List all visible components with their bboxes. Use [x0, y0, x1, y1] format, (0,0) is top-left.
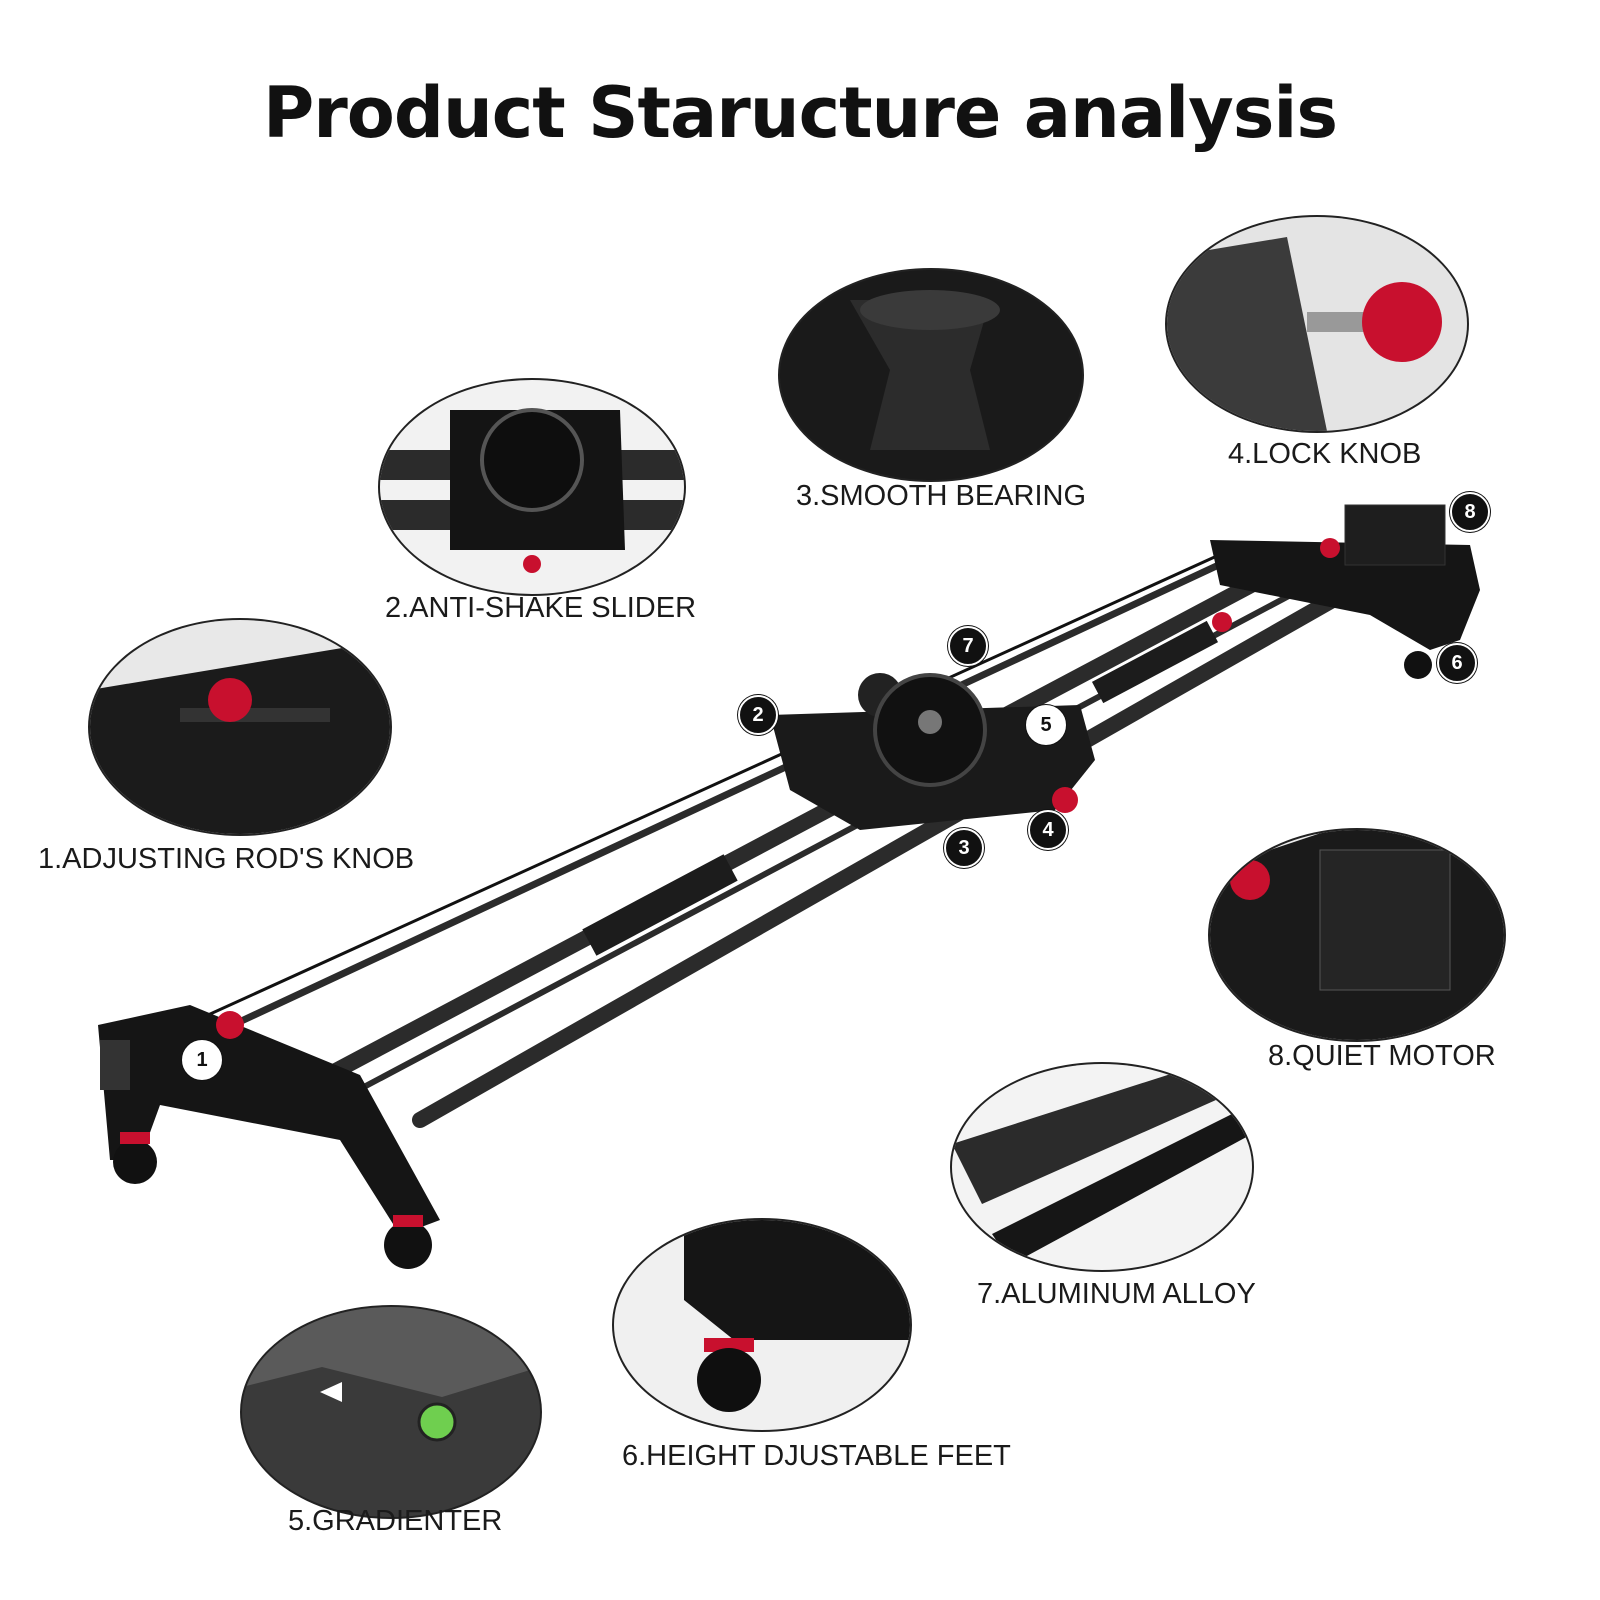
marker-5: 5: [1026, 705, 1066, 745]
caption-quiet-motor: 8.QUIET MOTOR: [1268, 1040, 1496, 1072]
marker-1: 1: [182, 1040, 222, 1080]
inset-height-adjustable-feet: [612, 1218, 912, 1432]
caption-adjusting-rods-knob: 1.ADJUSTING ROD'S KNOB: [38, 843, 415, 875]
inset-anti-shake-slider: [378, 378, 686, 596]
inset-quiet-motor: [1208, 828, 1506, 1042]
caption-gradienter: 5.GRADIENTER: [288, 1505, 503, 1537]
marker-8: 8: [1450, 492, 1490, 532]
marker-6: 6: [1437, 643, 1477, 683]
rail-supports: [582, 620, 1219, 956]
carbon-rails: [186, 551, 1358, 1128]
marker-7: 7: [948, 626, 988, 666]
page-title: Product Staructure analysis: [262, 72, 1338, 154]
caption-height-adjustable-feet: 6.HEIGHT DJUSTABLE FEET: [622, 1440, 1011, 1472]
marker-4: 4: [1028, 810, 1068, 850]
marker-3: 3: [944, 828, 984, 868]
marker-2: 2: [738, 695, 778, 735]
inset-smooth-bearing: [778, 268, 1084, 482]
inset-adjusting-knob: [88, 618, 392, 836]
inset-lock-knob: [1165, 215, 1469, 433]
inset-gradienter: [240, 1305, 542, 1519]
inset-aluminum-alloy: [950, 1062, 1254, 1272]
timing-belt: [174, 548, 1231, 1032]
motor-end-block: [1210, 504, 1480, 679]
caption-smooth-bearing: 3.SMOOTH BEARING: [796, 480, 1087, 512]
caption-lock-knob: 4.LOCK KNOB: [1228, 438, 1422, 470]
slider-carriage: [770, 673, 1095, 830]
caption-aluminum-alloy: 7.ALUMINUM ALLOY: [977, 1278, 1256, 1310]
caption-anti-shake-slider: 2.ANTI-SHAKE SLIDER: [385, 592, 697, 624]
